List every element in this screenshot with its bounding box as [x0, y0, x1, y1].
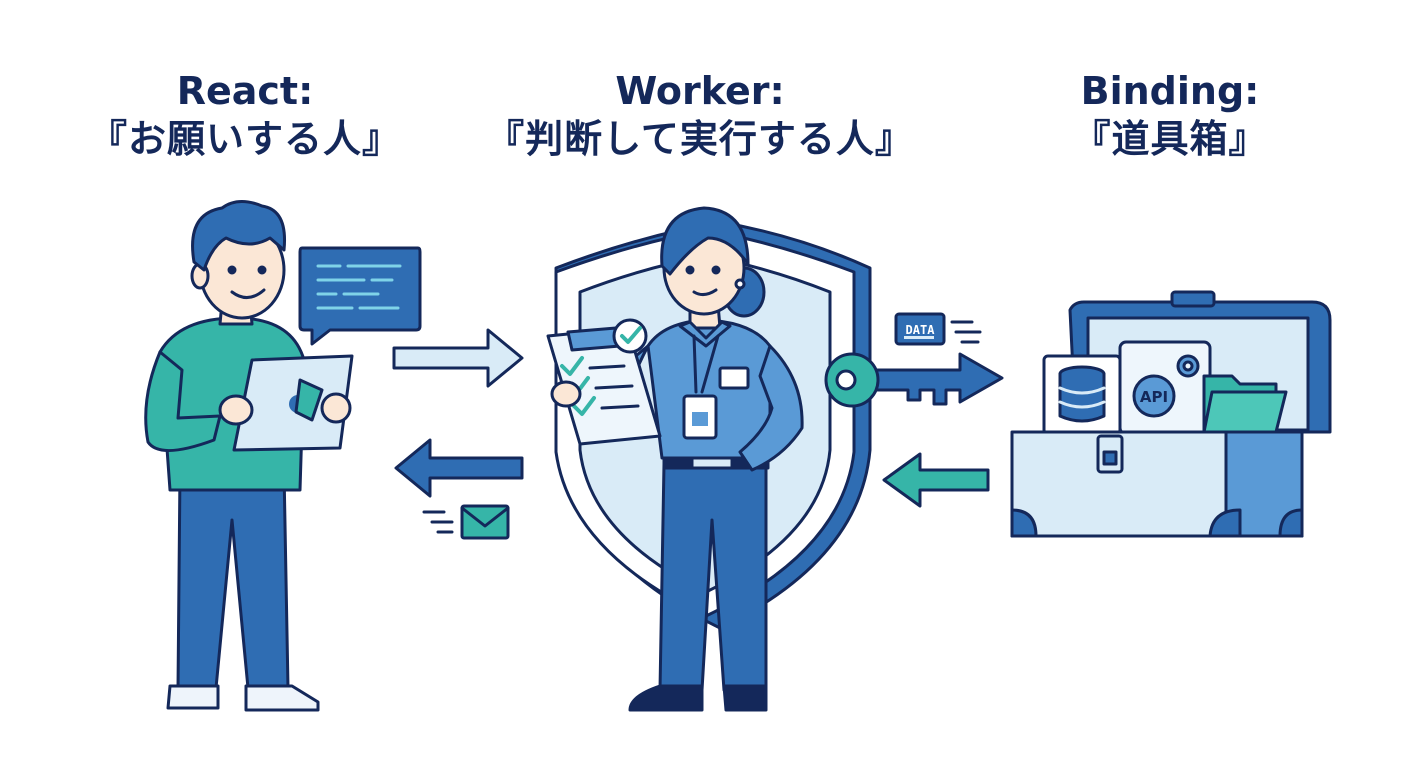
binding-name: Binding:: [1080, 69, 1260, 113]
arrow-left-icon: [882, 452, 990, 508]
arrow-left-icon: [394, 438, 524, 498]
data-tag: DATA: [906, 323, 936, 337]
envelope-icon: [422, 504, 510, 540]
worker-person: [610, 206, 804, 712]
clipboard-icon: [546, 326, 662, 446]
arrow-right-icon: [392, 328, 524, 388]
speech-bubble-icon: [298, 246, 422, 346]
react-person: [144, 200, 354, 712]
check-icon: [612, 318, 648, 354]
worker-label: Worker: 『判断して実行する人』: [480, 68, 920, 164]
gear-icon: [1132, 354, 1200, 418]
toolbox-icon: [1010, 290, 1332, 538]
worker-desc: 『判断して実行する人』: [486, 117, 914, 161]
folder-icon: [1202, 374, 1288, 434]
api-tag: API: [1140, 388, 1168, 406]
data-card-icon: [894, 312, 982, 346]
binding-desc: 『道具箱』: [1072, 117, 1268, 161]
binding-label: Binding: 『道具箱』: [1040, 68, 1300, 164]
react-name: React:: [176, 69, 314, 113]
database-icon: [1042, 354, 1122, 436]
react-desc: 『お願いする人』: [88, 117, 401, 161]
react-label: React: 『お願いする人』: [80, 68, 410, 164]
key-icon: [824, 352, 1004, 408]
worker-name: Worker:: [615, 69, 785, 113]
badge-icon: [682, 334, 720, 440]
